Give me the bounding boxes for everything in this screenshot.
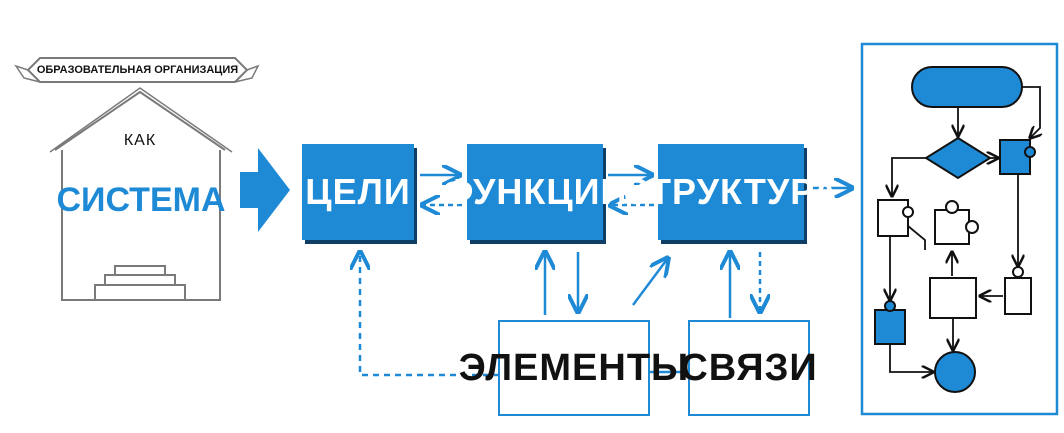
building-title: система: [56, 180, 226, 219]
building-banner-label: Образовательная организация: [36, 64, 239, 76]
node-goals: Цели: [302, 144, 414, 240]
building-small-label: как: [123, 132, 157, 149]
node-links: Связи: [680, 320, 817, 416]
big-arrow-icon: [240, 148, 290, 232]
building-outline: [49, 87, 233, 301]
node-functions: Функции: [443, 144, 626, 240]
banner-ribbon: [14, 57, 260, 83]
node-structure: Структура: [623, 144, 838, 240]
flowchart-shapes: [874, 66, 1036, 393]
connector-arrows: [360, 175, 852, 377]
node-elements: Элементы: [459, 320, 688, 416]
flowchart-arrows: [890, 86, 1040, 372]
